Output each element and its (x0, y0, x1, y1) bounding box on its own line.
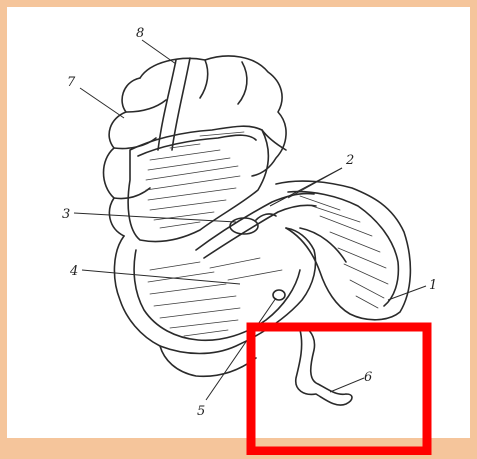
label-3: 3 (62, 207, 70, 222)
label-5: 5 (197, 404, 205, 419)
paper-background (7, 7, 470, 438)
label-8: 8 (136, 26, 144, 41)
label-2: 2 (345, 153, 354, 168)
label-6: 6 (364, 370, 372, 385)
label-7: 7 (67, 75, 76, 90)
label-4: 4 (69, 264, 78, 279)
label-1: 1 (429, 278, 437, 293)
